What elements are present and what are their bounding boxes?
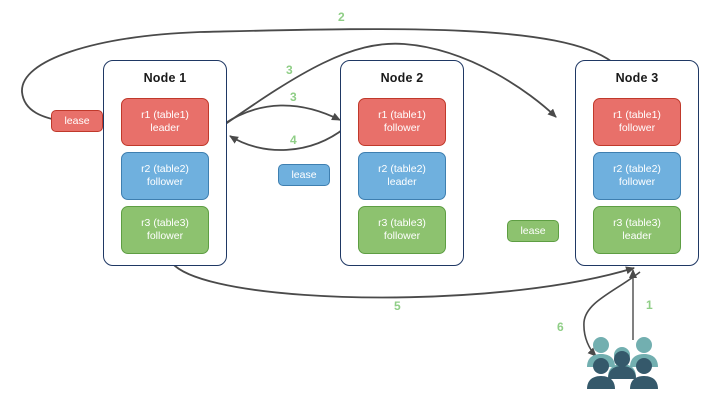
edge-4-ack-to-node1 bbox=[229, 126, 347, 151]
edge-label-1: 1 bbox=[646, 298, 653, 312]
replica-n1r3[interactable]: r3 (table3) follower bbox=[121, 206, 209, 254]
replica-role: follower bbox=[146, 176, 184, 188]
replica-name: r3 (table3) bbox=[613, 217, 661, 229]
replica-n3r3[interactable]: r3 (table3) leader bbox=[593, 206, 681, 254]
edge-5-response-to-node3 bbox=[171, 262, 635, 299]
replica-role: leader bbox=[622, 230, 652, 242]
replica-name: r3 (table3) bbox=[141, 217, 189, 229]
edge-3-forward-node2 bbox=[223, 104, 341, 125]
node-title-node1: Node 1 bbox=[143, 71, 187, 85]
edge-label-3-upper: 3 bbox=[286, 63, 293, 77]
replica-n1r2[interactable]: r2 (table2) follower bbox=[121, 152, 209, 200]
replica-name: r2 (table2) bbox=[613, 163, 661, 175]
node-title-node2: Node 2 bbox=[380, 71, 424, 85]
edge-label-3-lower: 3 bbox=[290, 90, 297, 104]
replica-role: follower bbox=[383, 230, 421, 242]
node-title-node3: Node 3 bbox=[615, 71, 659, 85]
lease-badge-r2[interactable]: lease bbox=[278, 164, 330, 186]
lease-badge-r3[interactable]: lease bbox=[507, 220, 559, 242]
people-icon bbox=[587, 337, 658, 389]
replica-role: leader bbox=[387, 176, 417, 188]
replica-role: follower bbox=[618, 122, 656, 134]
replica-name: r2 (table2) bbox=[378, 163, 426, 175]
replica-name: r1 (table1) bbox=[141, 109, 189, 121]
replica-role: follower bbox=[383, 122, 421, 134]
replica-role: leader bbox=[150, 122, 180, 134]
lease-badge-r1[interactable]: lease bbox=[51, 110, 103, 132]
replica-role: follower bbox=[618, 176, 656, 188]
replica-n3r1[interactable]: r1 (table1) follower bbox=[593, 98, 681, 146]
replica-n2r2[interactable]: r2 (table2) leader bbox=[358, 152, 446, 200]
replica-n1r1[interactable]: r1 (table1) leader bbox=[121, 98, 209, 146]
edge-label-5: 5 bbox=[394, 299, 401, 313]
replica-name: r3 (table3) bbox=[378, 217, 426, 229]
replica-role: follower bbox=[146, 230, 184, 242]
replica-name: r1 (table1) bbox=[378, 109, 426, 121]
replica-n2r3[interactable]: r3 (table3) follower bbox=[358, 206, 446, 254]
edge-label-6: 6 bbox=[557, 320, 564, 334]
replica-n2r1[interactable]: r1 (table1) follower bbox=[358, 98, 446, 146]
edge-label-2: 2 bbox=[338, 10, 345, 24]
replica-n3r2[interactable]: r2 (table2) follower bbox=[593, 152, 681, 200]
replica-name: r2 (table2) bbox=[141, 163, 189, 175]
edge-label-4: 4 bbox=[290, 133, 297, 147]
replica-name: r1 (table1) bbox=[613, 109, 661, 121]
